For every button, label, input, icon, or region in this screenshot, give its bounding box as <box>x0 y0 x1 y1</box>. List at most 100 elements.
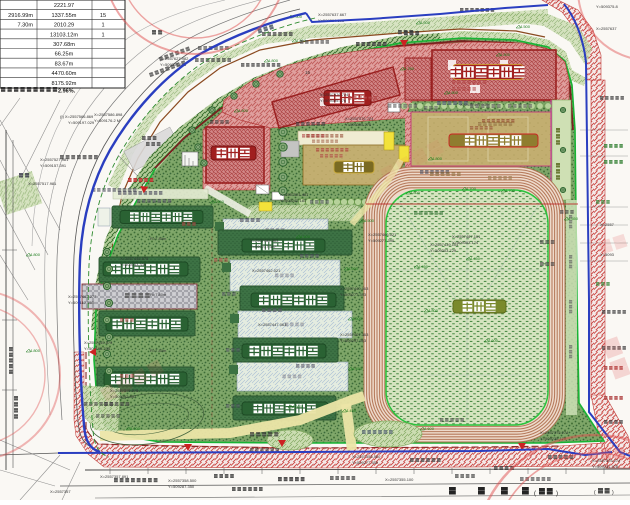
svg-text:Y=509303.174: Y=509303.174 <box>452 240 479 245</box>
svg-text:R=7.80m: R=7.80m <box>150 292 167 297</box>
svg-text:4.800: 4.800 <box>448 90 459 95</box>
svg-text:2221.97: 2221.97 <box>54 3 74 9</box>
svg-text:Y=509231.478: Y=509231.478 <box>592 464 619 469</box>
svg-text:4.800: 4.800 <box>500 52 511 57</box>
svg-text:7.30m: 7.30m <box>17 23 33 29</box>
svg-text:4470.60m: 4470.60m <box>52 71 77 77</box>
svg-text:4.500: 4.500 <box>300 234 311 239</box>
svg-text:4.600: 4.600 <box>424 426 435 431</box>
svg-text:X=2557637.667: X=2557637.667 <box>318 12 347 17</box>
svg-text:X=2557407.363: X=2557407.363 <box>340 332 369 337</box>
svg-text:X=2557517.981: X=2557517.981 <box>28 181 57 186</box>
svg-text:Y=509277.393: Y=509277.393 <box>340 292 367 297</box>
svg-text:2010.29: 2010.29 <box>54 23 74 29</box>
svg-text:2.96%.: 2.96%. <box>58 89 76 95</box>
svg-text:Y=509305.276: Y=509305.276 <box>320 98 347 103</box>
svg-text:X=2557447.063: X=2557447.063 <box>258 322 287 327</box>
svg-text:4.500: 4.500 <box>352 316 363 321</box>
svg-text:1: 1 <box>101 32 104 38</box>
svg-text:2916.99m: 2916.99m <box>8 13 33 19</box>
svg-text:4.800: 4.800 <box>30 348 41 353</box>
svg-text:(: ( <box>534 491 536 497</box>
svg-text:Y=509287.350: Y=509287.350 <box>168 484 195 489</box>
svg-text:4.600: 4.600 <box>488 338 499 343</box>
svg-text:4.450: 4.450 <box>346 408 357 413</box>
svg-text:Y=509092.857: Y=509092.857 <box>110 394 137 399</box>
svg-text:Y=509305.276: Y=509305.276 <box>345 122 372 127</box>
svg-text:4.600: 4.600 <box>292 404 303 409</box>
svg-text:X=2557637: X=2557637 <box>596 26 617 31</box>
svg-text:8175.92m: 8175.92m <box>52 81 77 87</box>
svg-text:Y=509176.2 M: Y=509176.2 M <box>94 118 120 123</box>
svg-text:X=2557489.063: X=2557489.063 <box>250 238 279 243</box>
svg-text:Y=509163.335: Y=509163.335 <box>120 262 147 267</box>
svg-text:X=2557358.500: X=2557358.500 <box>168 478 197 483</box>
svg-text:1337.55m: 1337.55m <box>52 13 77 19</box>
svg-text:Y=509297.363: Y=509297.363 <box>340 338 367 343</box>
svg-text:4.700: 4.700 <box>466 186 477 191</box>
svg-text:Y=509217.547: Y=509217.547 <box>250 244 277 249</box>
svg-text:4.550: 4.550 <box>568 216 579 221</box>
svg-text:Y=509303.729: Y=509303.729 <box>430 248 457 253</box>
svg-text:(I) X=2557566.869: (I) X=2557566.869 <box>60 114 94 119</box>
svg-text:X=2557576.724: X=2557576.724 <box>320 92 349 97</box>
svg-text:(: ( <box>594 490 596 496</box>
svg-text:4.600: 4.600 <box>214 199 225 204</box>
svg-text:4.450: 4.450 <box>352 366 363 371</box>
svg-text:13103.12m: 13103.12m <box>50 32 78 38</box>
svg-text:Y=509242.181: Y=509242.181 <box>280 198 307 203</box>
svg-text:Y=509163.335: Y=509163.335 <box>84 346 111 351</box>
svg-text:4.700: 4.700 <box>505 188 516 193</box>
svg-text:R=7.80m: R=7.80m <box>150 236 167 241</box>
svg-text:X=2557497.030: X=2557497.030 <box>460 102 489 107</box>
svg-text:4.500: 4.500 <box>520 24 531 29</box>
svg-text:4.500: 4.500 <box>292 14 303 19</box>
svg-text:4.500: 4.500 <box>420 20 431 25</box>
svg-text:4.450: 4.450 <box>418 264 429 269</box>
svg-text:X=2557462.277: X=2557462.277 <box>68 294 97 299</box>
svg-text:X=2557487.101: X=2557487.101 <box>452 234 481 239</box>
svg-text:R=7.80m: R=7.80m <box>150 348 167 353</box>
svg-text:4.800: 4.800 <box>238 108 249 113</box>
svg-text:X=2557627.982: X=2557627.982 <box>160 56 189 61</box>
svg-text:X=2557466.021: X=2557466.021 <box>368 232 397 237</box>
svg-text:4.800: 4.800 <box>432 156 443 161</box>
svg-text:4.800: 4.800 <box>30 252 41 257</box>
svg-text:4.800: 4.800 <box>428 308 439 313</box>
svg-text:4.500: 4.500 <box>364 218 375 223</box>
svg-text:X=2557439.104: X=2557439.104 <box>430 242 459 247</box>
svg-text:5.000: 5.000 <box>130 426 141 431</box>
svg-text:Y=509117.555: Y=509117.555 <box>68 300 95 305</box>
svg-text:X=2557375.274: X=2557375.274 <box>540 430 569 435</box>
svg-text:Y=509197.029: Y=509197.029 <box>68 120 95 125</box>
svg-text:X=2557445.575: X=2557445.575 <box>120 256 149 261</box>
svg-text:Y=509277.350: Y=509277.350 <box>352 460 379 465</box>
svg-text:X=2557325.274: X=2557325.274 <box>592 458 621 463</box>
svg-text:X=2557445.575: X=2557445.575 <box>84 340 113 345</box>
svg-text:15: 15 <box>100 13 106 19</box>
svg-text:4.780: 4.780 <box>404 66 415 71</box>
svg-text:X=2557521.487: X=2557521.487 <box>280 192 309 197</box>
svg-text:X=2557586.898: X=2557586.898 <box>94 112 123 117</box>
svg-text:X=2557527.981: X=2557527.981 <box>40 157 69 162</box>
svg-text:Y=509157.391: Y=509157.391 <box>40 163 67 168</box>
svg-text:X=2557376.975: X=2557376.975 <box>110 388 139 393</box>
svg-text:X=2557: X=2557 <box>600 222 615 227</box>
svg-text:4.800: 4.800 <box>268 58 279 63</box>
svg-text:X=2557357.891: X=2557357.891 <box>100 474 129 479</box>
svg-text:66.25m: 66.25m <box>55 52 74 58</box>
svg-text:307.68m: 307.68m <box>53 42 75 48</box>
svg-text:83.67m: 83.67m <box>55 61 74 67</box>
svg-text:4.500: 4.500 <box>348 266 359 271</box>
svg-text:X=2557462.021: X=2557462.021 <box>252 268 281 273</box>
svg-text:X=2557355.100: X=2557355.100 <box>385 477 414 482</box>
svg-text:16: 16 <box>305 70 311 75</box>
svg-text:4.800: 4.800 <box>410 190 421 195</box>
svg-text:): ) <box>556 491 558 497</box>
svg-text:Y=509277.390: Y=509277.390 <box>368 238 395 243</box>
svg-text:Y=509235.170: Y=509235.170 <box>540 436 567 441</box>
svg-text:X=2557357: X=2557357 <box>50 489 71 494</box>
svg-text:4.450: 4.450 <box>470 256 481 261</box>
svg-text:): ) <box>612 490 614 496</box>
svg-text:Y=509375.8: Y=509375.8 <box>596 4 618 9</box>
